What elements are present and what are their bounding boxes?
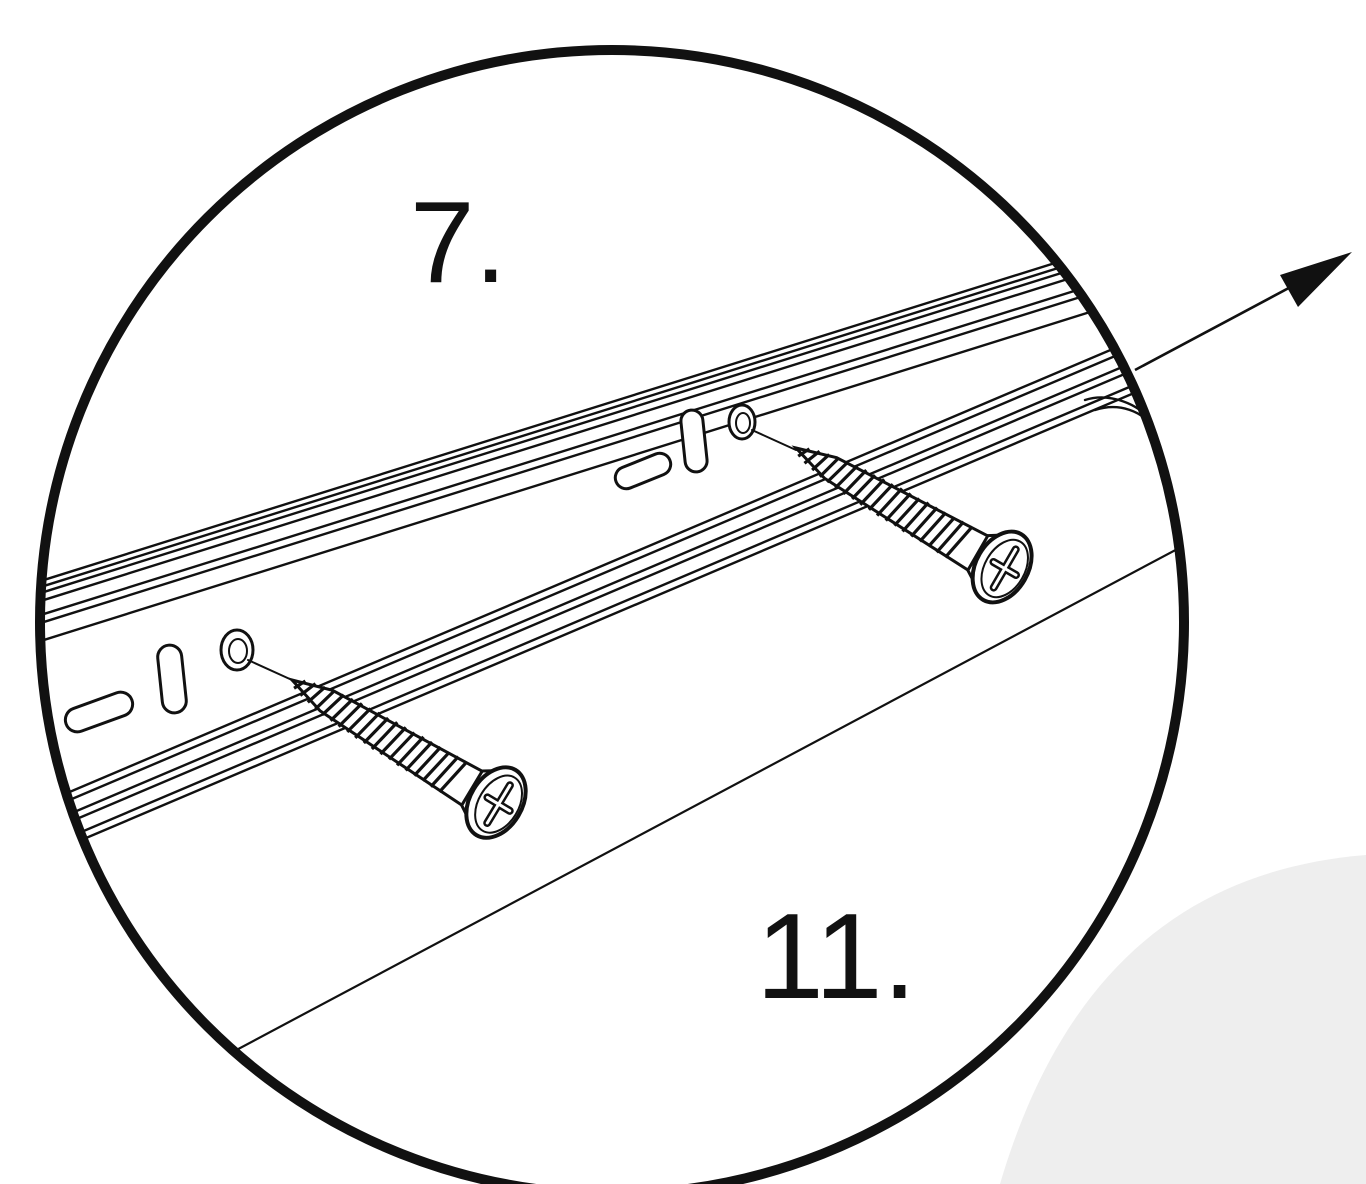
magnified-view	[40, 203, 1184, 1082]
screw-icon	[777, 415, 1044, 613]
watermark-shape	[1000, 855, 1366, 1184]
arrow-right-icon	[1134, 252, 1352, 372]
part-label-11: 11.	[756, 888, 917, 1024]
hole-group-left	[63, 628, 255, 734]
panel-edge	[178, 503, 1184, 1082]
magnifier-circle	[35, 45, 1189, 1184]
rail-upper	[40, 203, 1184, 662]
rail-lower	[40, 293, 1184, 885]
hole-group-right	[613, 403, 757, 491]
part-label-7: 7.	[410, 177, 507, 307]
screw-icon	[272, 647, 537, 848]
